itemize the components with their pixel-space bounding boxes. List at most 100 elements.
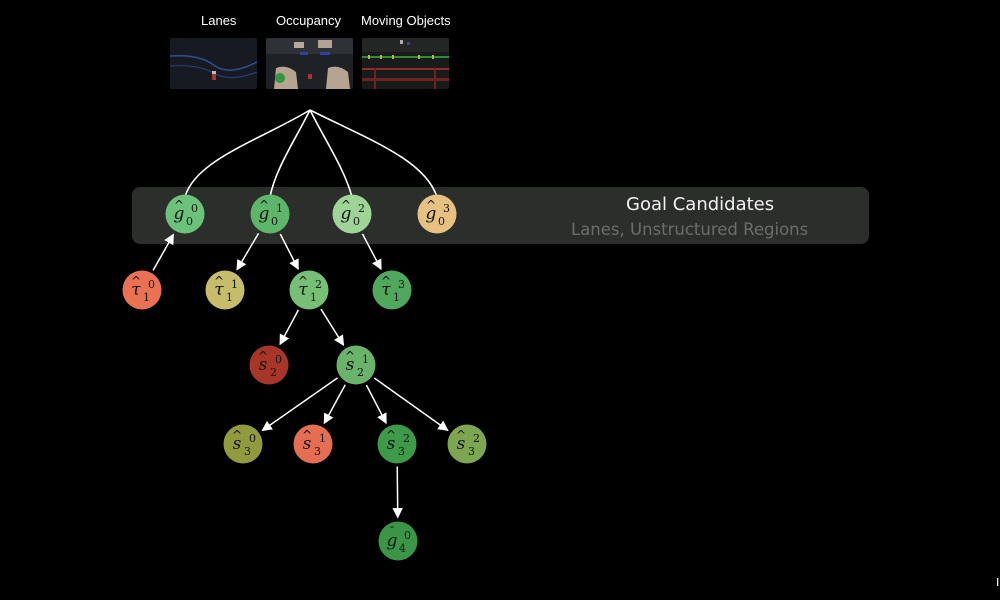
- node-subscript: 2: [357, 366, 364, 379]
- node-symbol: s: [233, 434, 242, 454]
- node-symbol: g: [341, 204, 352, 224]
- node-s3_0: s^03: [223, 424, 263, 464]
- fan-curve-g0-3: [309, 109, 438, 198]
- node-accent: ^: [381, 274, 391, 288]
- node-s2_0: s^ 02: [249, 345, 289, 385]
- edge-s2_1-to-s3_3: [373, 377, 449, 431]
- node-t1_2: τ^21: [289, 270, 329, 310]
- node-symbol: g: [426, 204, 437, 224]
- edge-g0_2-to-t1_3: [361, 233, 382, 271]
- node-symbol: τ: [131, 280, 141, 300]
- node-symbol: g: [259, 204, 270, 224]
- node-subscript: 0: [353, 215, 360, 228]
- node-symbol: s: [303, 434, 312, 454]
- node-accent: ^: [214, 274, 224, 288]
- moving-objects-thumbnail: [362, 38, 449, 89]
- node-accent: ^: [456, 428, 466, 442]
- node-circle: [122, 270, 162, 310]
- node-subscript: 0: [271, 215, 278, 228]
- node-superscript: 2: [358, 202, 365, 215]
- lanes-label: Lanes: [201, 13, 237, 28]
- node-g4_0: g¯04: [378, 521, 418, 561]
- node-superscript: 0: [249, 432, 256, 445]
- fan-curve-g0-2: [309, 109, 353, 198]
- node-s3_3: s^23: [447, 424, 487, 464]
- node-symbol: g: [174, 204, 185, 224]
- node-circle: [249, 345, 289, 385]
- node-subscript: 1: [226, 291, 233, 304]
- node-s2_1: s^ 12: [336, 345, 376, 385]
- node-s3_2: s^ 23: [377, 424, 417, 464]
- node-circle: [165, 194, 205, 234]
- edge-t1_2-to-s2_1: [320, 308, 345, 346]
- node-g0_2: g^ 20: [332, 194, 372, 234]
- node-subscript: 1: [143, 291, 150, 304]
- goal-candidates-subtitle: Lanes, Unstructured Regions: [571, 220, 809, 239]
- node-accent: ^: [302, 428, 312, 442]
- fan-curve-g0-1: [269, 109, 311, 198]
- node-accent: ^: [131, 274, 141, 288]
- node-superscript: 1: [319, 432, 326, 445]
- edge-s3_2-to-g4_0: [392, 466, 403, 519]
- node-superscript: 0: [148, 278, 155, 291]
- node-symbol: τ: [381, 280, 391, 300]
- node-accent: ^: [259, 198, 269, 212]
- node-t1_1: τ^11: [205, 270, 245, 310]
- edge-s2_1-to-s3_1: [323, 384, 346, 425]
- node-subscript: 3: [314, 445, 321, 458]
- node-subscript: 1: [393, 291, 400, 304]
- input-fan-connectors: [184, 109, 438, 198]
- node-accent: ^: [258, 349, 268, 363]
- node-accent: ^: [232, 428, 242, 442]
- node-subscript: 0: [186, 215, 193, 228]
- lanes-thumbnail: [170, 38, 257, 89]
- node-superscript: 1: [362, 353, 369, 366]
- node-subscript: 0: [438, 215, 445, 228]
- node-superscript: 2: [473, 432, 480, 445]
- node-g0_0: g^00: [165, 194, 205, 234]
- node-circle: [332, 194, 372, 234]
- node-subscript: 2: [270, 366, 277, 379]
- node-circle: [447, 424, 487, 464]
- node-s3_1: s^ 13: [293, 424, 333, 464]
- node-t1_3: τ^31: [372, 270, 412, 310]
- edge-g0_1-to-t1_2: [279, 233, 299, 271]
- node-t1_0: τ^ 01: [122, 270, 162, 310]
- node-g0_3: g^30: [417, 194, 457, 234]
- edge-s2_1-to-s3_0: [261, 377, 338, 432]
- node-accent: ^: [174, 198, 184, 212]
- node-circle: [205, 270, 245, 310]
- node-circle: [289, 270, 329, 310]
- node-circle: [250, 194, 290, 234]
- node-accent: ^: [426, 198, 436, 212]
- node-superscript: 2: [315, 278, 322, 291]
- node-symbol: s: [346, 355, 355, 375]
- occupancy-label: Occupancy: [276, 13, 342, 28]
- node-accent: ^: [341, 198, 351, 212]
- node-subscript: 4: [399, 542, 406, 555]
- node-circle: [372, 270, 412, 310]
- moving-objects-label: Moving Objects: [361, 13, 451, 28]
- node-circle: [417, 194, 457, 234]
- node-superscript: 0: [404, 529, 411, 542]
- node-superscript: 0: [275, 353, 282, 366]
- node-accent: ^: [386, 428, 396, 442]
- node-accent: ^: [345, 349, 355, 363]
- node-subscript: 3: [398, 445, 405, 458]
- occupancy-thumbnail: [266, 38, 353, 89]
- node-circle: [336, 345, 376, 385]
- fan-curve-g0-0: [184, 109, 311, 198]
- node-symbol: τ: [298, 280, 308, 300]
- node-superscript: 1: [231, 278, 238, 291]
- node-subscript: 3: [468, 445, 475, 458]
- node-symbol: s: [387, 434, 396, 454]
- brand-mark: T: [994, 578, 1000, 586]
- node-symbol: s: [259, 355, 268, 375]
- edge-g0_1-to-t1_1: [236, 232, 260, 271]
- goal-candidates-title: Goal Candidates: [626, 194, 775, 215]
- node-superscript: 2: [403, 432, 410, 445]
- edge-t1_2-to-s2_0: [279, 309, 300, 346]
- node-symbol: τ: [214, 280, 224, 300]
- node-g0_1: g^10: [250, 194, 290, 234]
